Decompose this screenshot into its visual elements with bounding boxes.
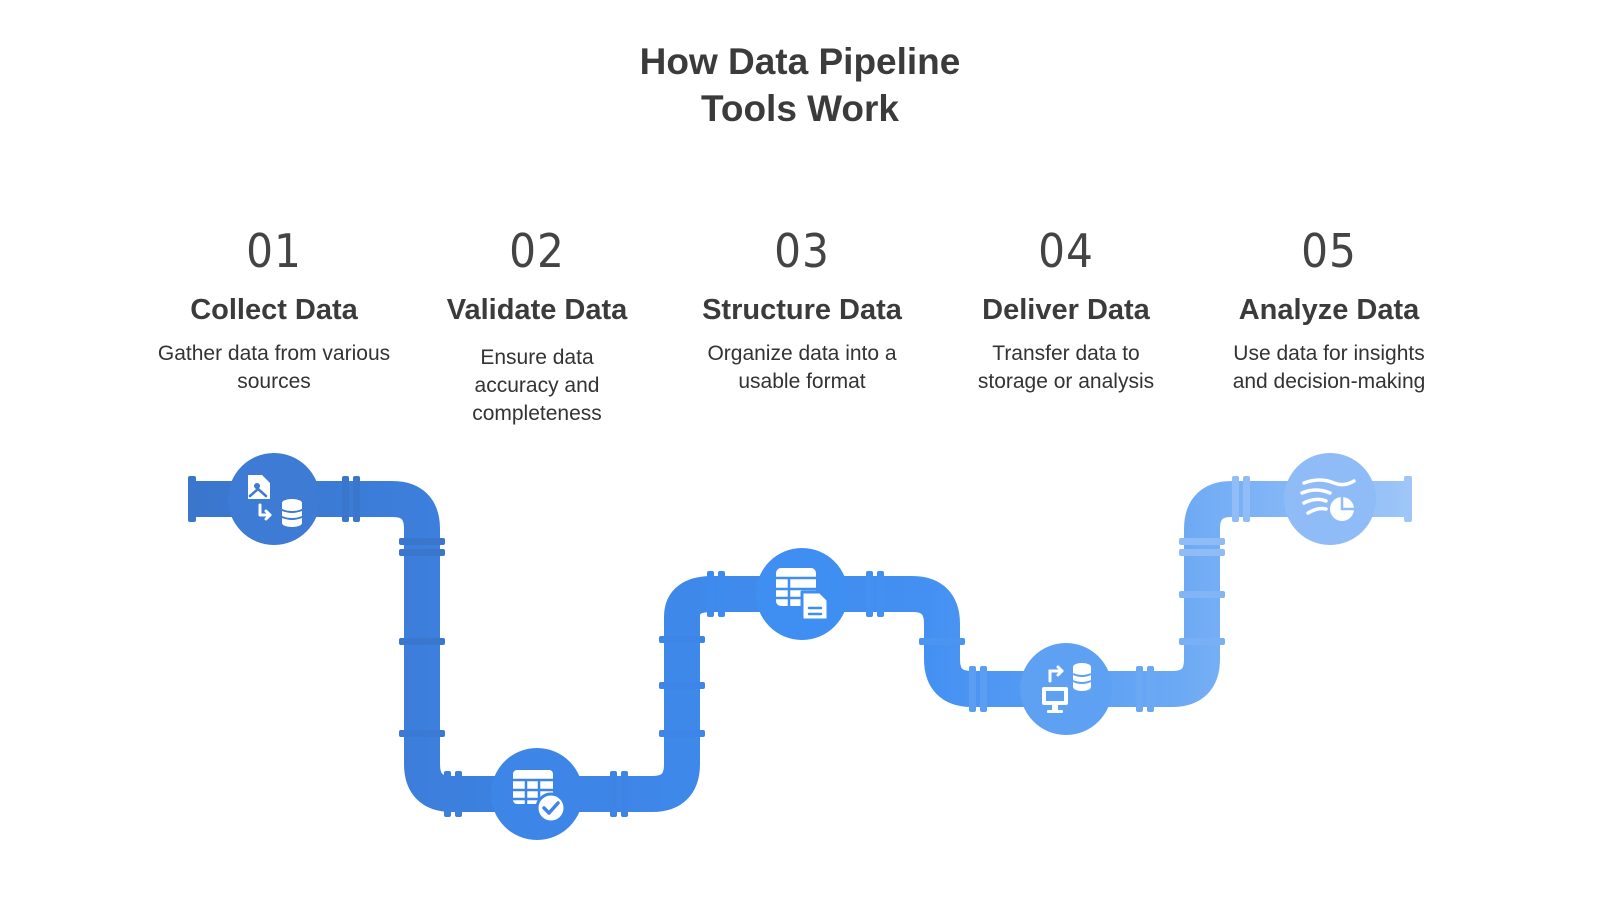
step-description: Ensure data accuracy and completeness [472, 346, 602, 425]
pipe-path [192, 481, 1412, 812]
pipe-flanges [342, 476, 1250, 817]
pipe-end-cap-left [188, 476, 196, 522]
monitor-transfer-database-icon [1042, 663, 1092, 713]
step-3-node [756, 548, 848, 640]
step-description: Gather data from various sources [157, 342, 391, 393]
step-1: 01 Collect Data Gather data from various… [139, 222, 409, 396]
pipe-end-cap-right [1404, 476, 1412, 522]
step-5-node [1284, 453, 1376, 545]
step-number: 02 [509, 224, 565, 278]
step-4: 04 Deliver Data Transfer data to storage… [931, 222, 1201, 396]
step-5: 05 Analyze Data Use data for insights an… [1194, 222, 1464, 396]
step-title: Analyze Data [1238, 294, 1420, 326]
step-number: 01 [246, 224, 302, 278]
step-description: Organize data into a usable format [707, 342, 897, 393]
step-title: Validate Data [446, 294, 628, 326]
step-3: 03 Structure Data Organize data into a u… [667, 222, 937, 396]
step-4-node [1020, 643, 1112, 735]
step-description: Use data for insights and decision-makin… [1232, 342, 1426, 393]
step-2: 02 Validate Data Ensure data accuracy an… [402, 222, 672, 428]
step-title: Collect Data [190, 294, 358, 326]
image-to-database-icon [248, 475, 303, 527]
diagram-title: How Data Pipeline Tools Work [0, 38, 1600, 132]
flow-pie-chart-icon [1300, 478, 1356, 521]
title-line-2: Tools Work [700, 88, 900, 129]
step-1-node [228, 453, 320, 545]
step-number: 05 [1301, 224, 1357, 278]
step-description: Transfer data to storage or analysis [977, 342, 1155, 393]
pipe-flanges-vertical [399, 538, 1225, 737]
step-title: Structure Data [702, 294, 902, 326]
title-line-1: How Data Pipeline [639, 41, 961, 82]
table-document-icon [776, 568, 830, 622]
step-title: Deliver Data [982, 294, 1150, 326]
step-2-node [491, 748, 583, 840]
table-check-icon [513, 770, 567, 824]
step-number: 03 [774, 224, 830, 278]
step-number: 04 [1038, 224, 1094, 278]
